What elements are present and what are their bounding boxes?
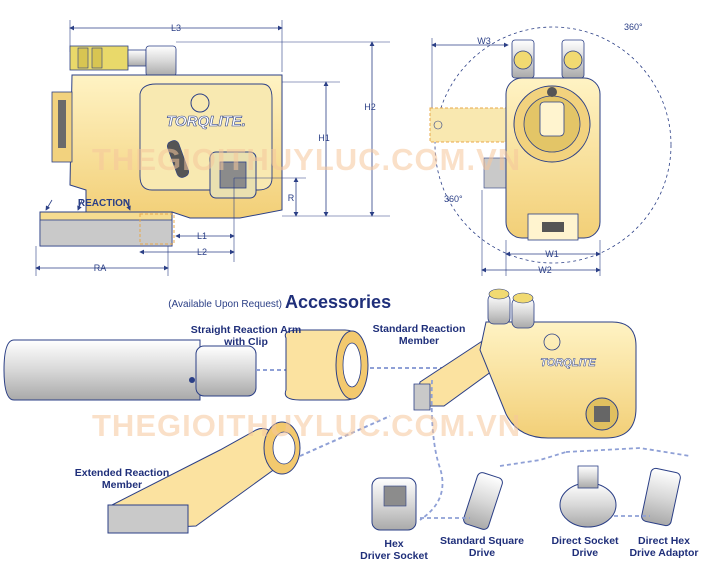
dim-l3: L3: [171, 23, 181, 33]
accessories-subtitle: (Available Upon Request): [168, 299, 282, 310]
angle-left: 360°: [444, 194, 463, 204]
dim-r: R: [288, 193, 295, 203]
dim-l1: L1: [197, 231, 207, 241]
dim-h1: H1: [318, 133, 330, 143]
torqlite-brand: TORQLITE.: [166, 113, 246, 130]
accessories-title: Accessories: [285, 292, 391, 312]
dim-w2: W2: [538, 265, 552, 275]
torqlite-accessory: TORQLITE: [540, 357, 596, 369]
dim-l2: L2: [197, 247, 207, 257]
watermark-bottom: THEGIOITHUYLUC.COM.VN: [92, 408, 521, 443]
top-view: 360° 360° W3 W1 W2: [429, 22, 672, 276]
dim-w3: W3: [477, 36, 491, 46]
angle-top: 360°: [624, 22, 643, 32]
accessories: TORQLITE: [3, 288, 691, 534]
dim-w1: W1: [545, 249, 559, 259]
dim-ra: RA: [94, 263, 107, 273]
watermark-top: THEGIOITHUYLUC.COM.VN: [92, 142, 521, 177]
dim-h2: H2: [364, 102, 376, 112]
reaction-label: REACTION: [78, 198, 130, 209]
side-view: L3 TORQLITE. REACTION H2: [35, 20, 390, 276]
